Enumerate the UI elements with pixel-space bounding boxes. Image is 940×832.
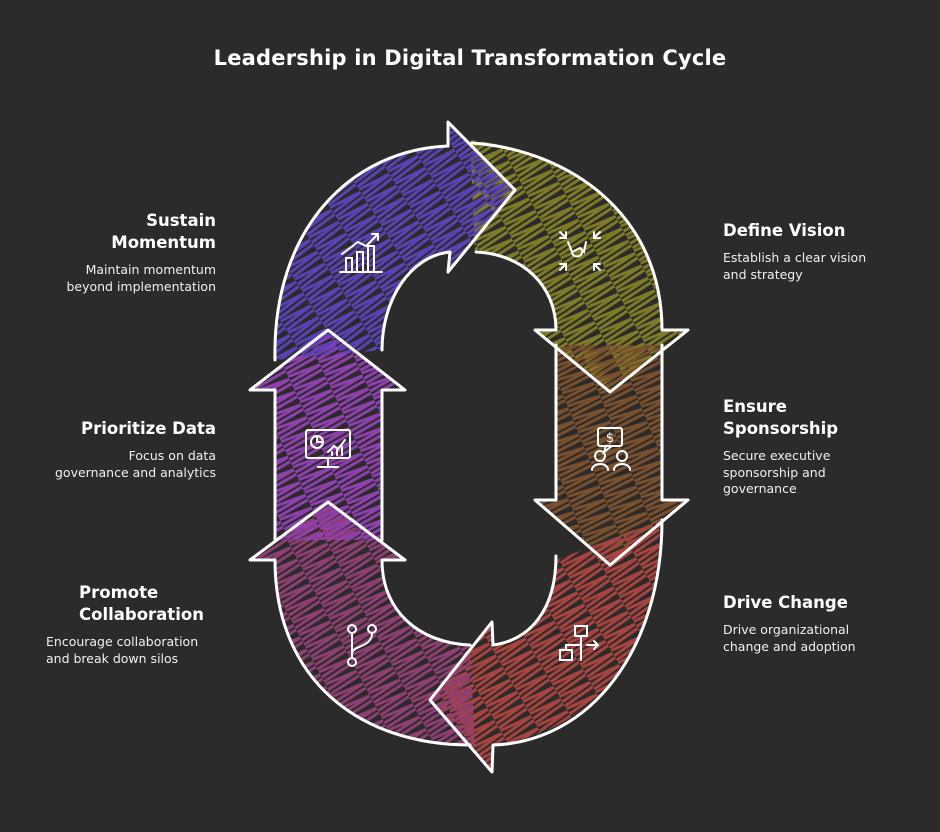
branch-merge-icon: [347, 624, 377, 667]
flowchart-icon: [559, 625, 600, 661]
segment-promote-collaboration: [250, 502, 475, 745]
segment-define-vision: [470, 140, 688, 392]
analytics-monitor-icon: [305, 429, 351, 468]
segment-ensure-sponsorship: [535, 345, 688, 565]
segment-drive-change: [430, 520, 663, 772]
target-focus-icon: [559, 231, 601, 271]
growth-chart-icon: [339, 233, 383, 273]
segment-sustain-momentum: [274, 122, 515, 360]
segment-fills: [250, 122, 688, 772]
step-heading: Define Vision: [723, 221, 846, 240]
sponsorship-people-icon: $: [591, 427, 631, 471]
diagram-title: Leadership in Digital Transformation Cyc…: [213, 46, 727, 70]
cycle-outline: [248, 120, 690, 774]
step-heading: Prioritize Data: [81, 419, 216, 438]
segment-prioritize-data: [250, 330, 405, 540]
svg-text:$: $: [606, 431, 614, 446]
step-heading: Drive Change: [723, 593, 848, 612]
